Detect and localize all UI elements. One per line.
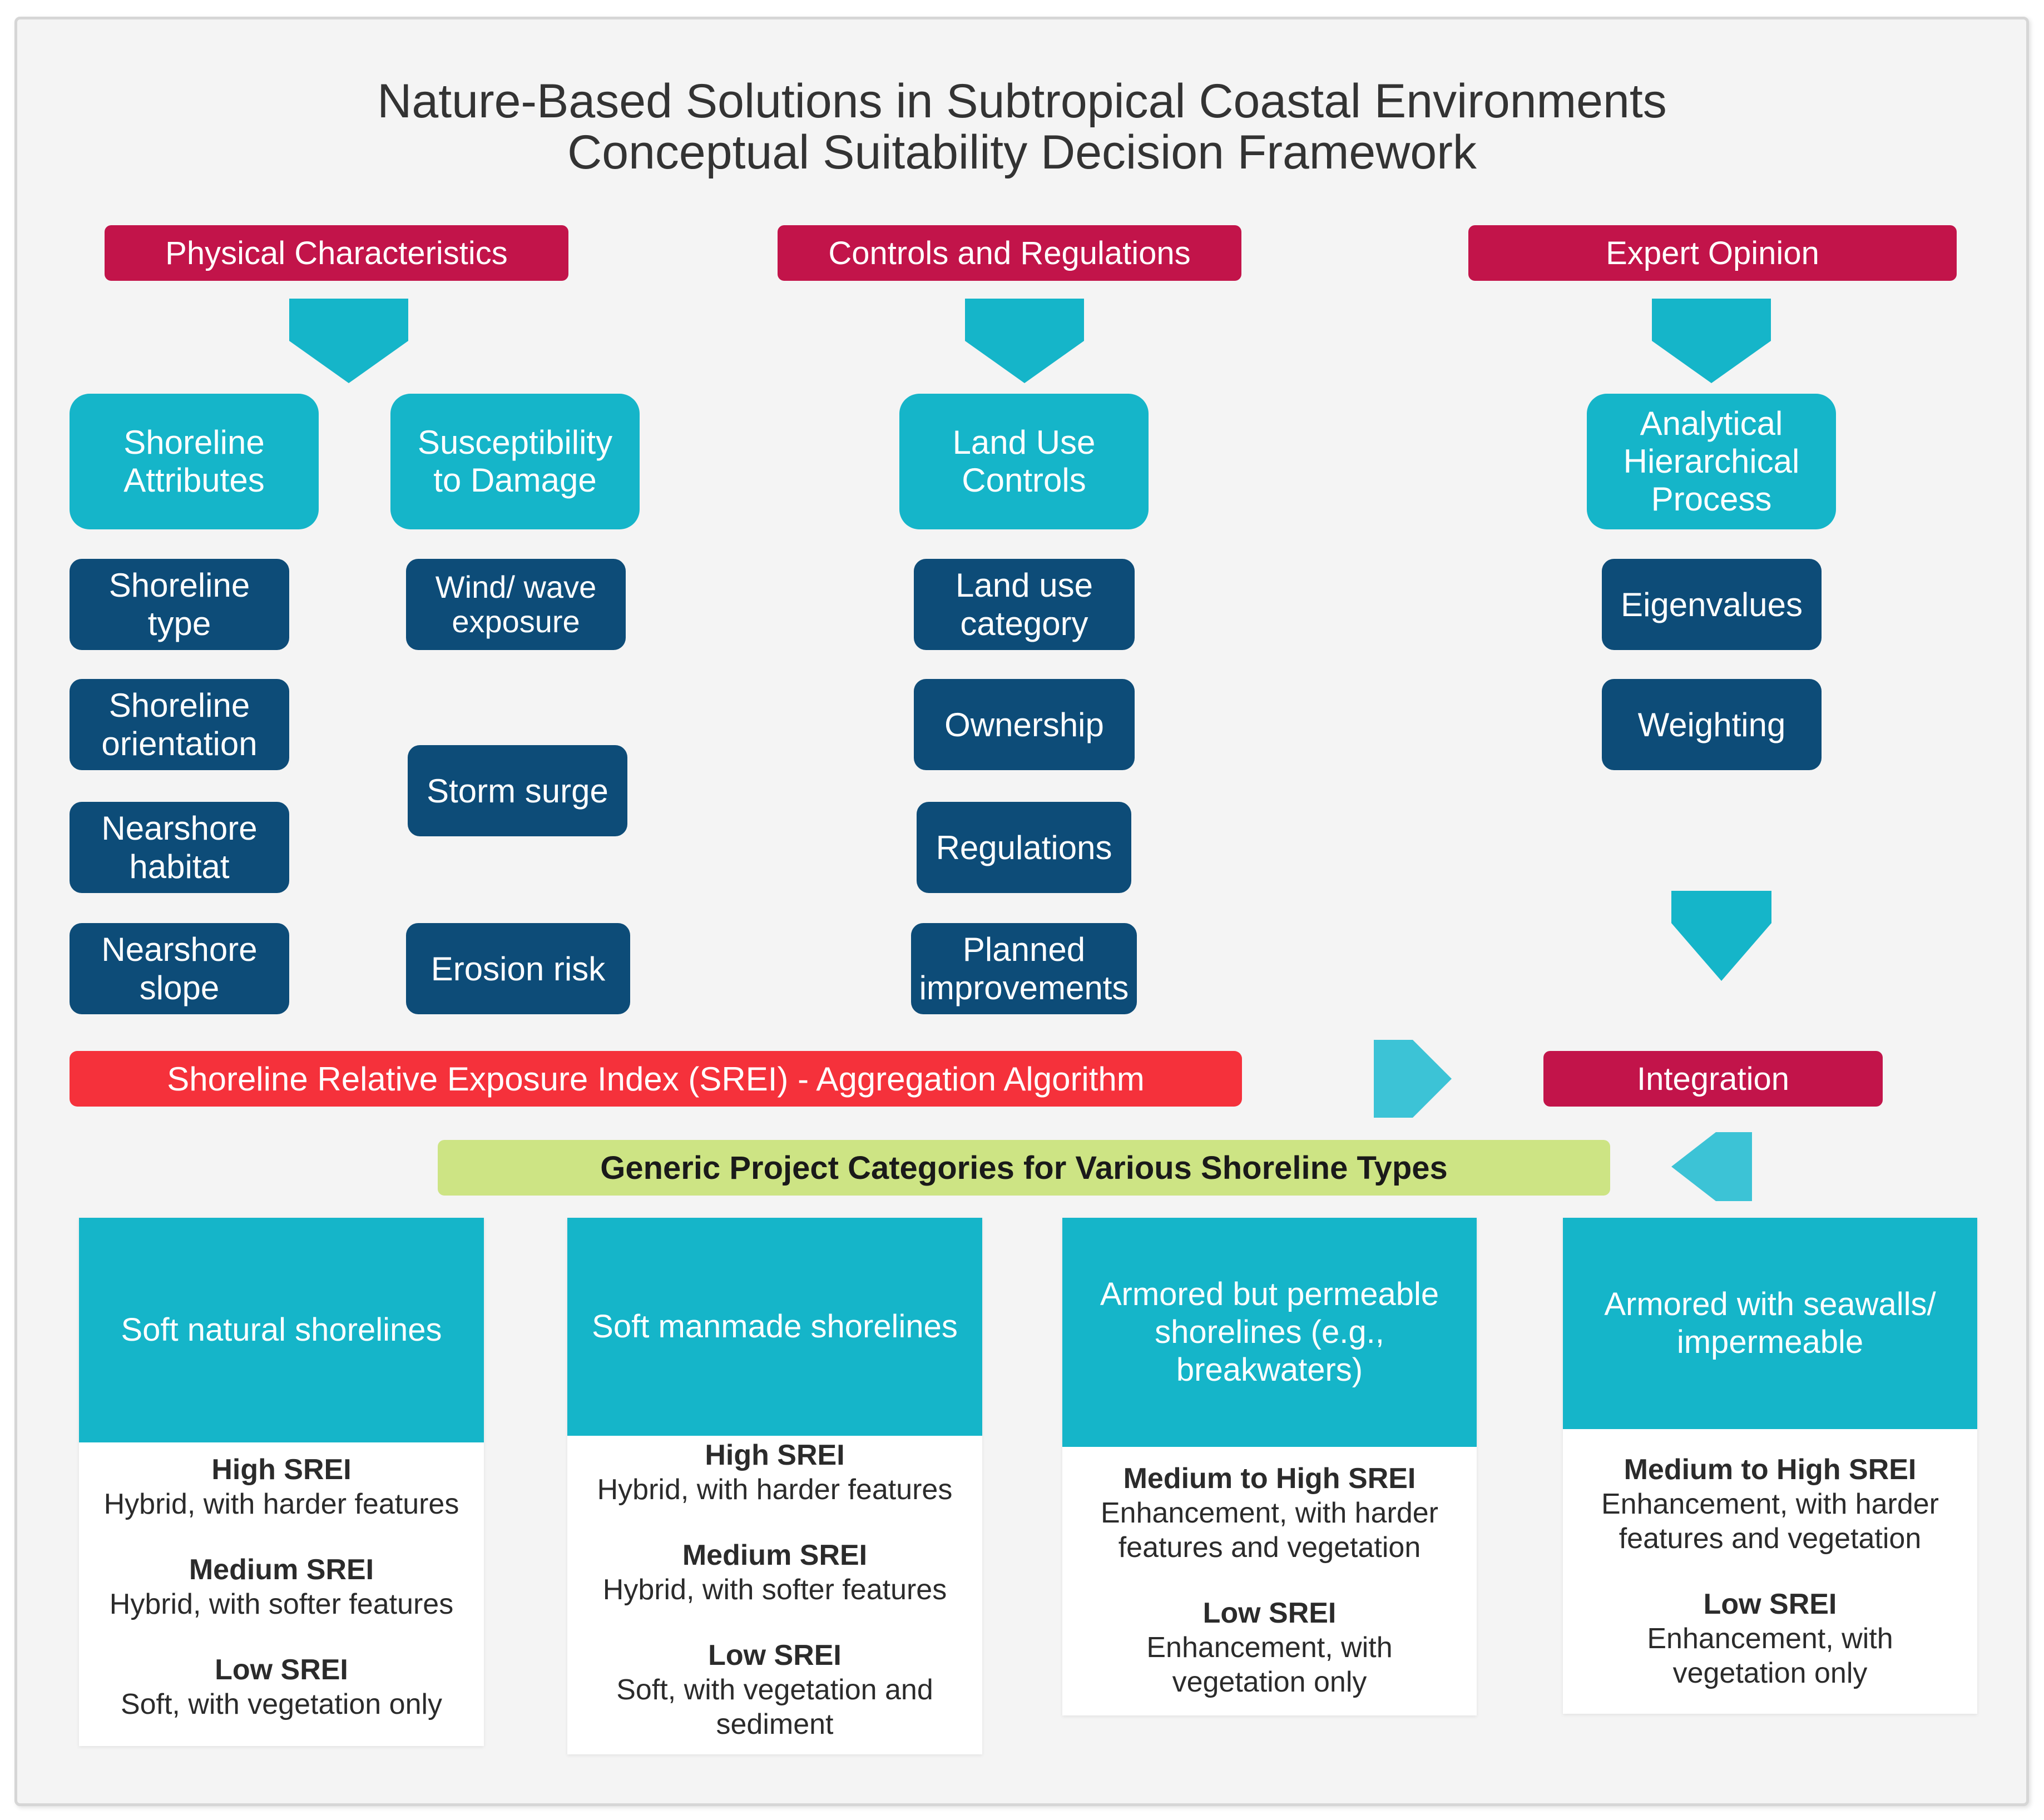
category-title: Armored but permeable shorelines (e.g., … — [1062, 1218, 1477, 1447]
category-card-armored-seawalls: Armored with seawalls/ impermeable Mediu… — [1563, 1218, 1977, 1714]
level-label: Low SREI — [708, 1639, 842, 1672]
level-description: Enhancement, with vegetation only — [1146, 1631, 1393, 1698]
level-description: Enhancement, with vegetation only — [1647, 1623, 1893, 1689]
level-label: Medium SREI — [682, 1539, 868, 1571]
level-description: Soft, with vegetation only — [120, 1688, 443, 1720]
level-description: Soft, with vegetation and sediment — [616, 1674, 933, 1740]
diagram-title-line-1: Nature-Based Solutions in Subtropical Co… — [377, 75, 1667, 128]
group-land-use-controls: Land Use Controls — [899, 394, 1149, 529]
level-label: Low SREI — [1703, 1588, 1837, 1620]
right-arrow-to-integration — [1374, 1040, 1452, 1118]
srei-aggregation-bar: Shoreline Relative Exposure Index (SREI)… — [70, 1051, 1242, 1107]
generic-project-categories-bar: Generic Project Categories for Various S… — [438, 1140, 1610, 1196]
integration-box: Integration — [1543, 1051, 1883, 1107]
item-nearshore-habitat: Nearshore habitat — [70, 802, 289, 893]
item-storm-surge: Storm surge — [408, 745, 627, 836]
category-title: Soft manmade shorelines — [567, 1218, 982, 1436]
level-description: Hybrid, with harder features — [597, 1474, 953, 1506]
level-description: Hybrid, with softer features — [602, 1574, 947, 1606]
item-nearshore-slope: Nearshore slope — [70, 923, 289, 1014]
level-description: Hybrid, with softer features — [109, 1588, 454, 1620]
category-card-armored-permeable: Armored but permeable shorelines (e.g., … — [1062, 1218, 1477, 1715]
category-card-soft-manmade: Soft manmade shorelines High SREI Hybrid… — [567, 1218, 982, 1754]
down-arrow-controls — [965, 299, 1084, 383]
level-label: High SREI — [705, 1439, 845, 1471]
level-label: Medium SREI — [189, 1554, 374, 1586]
level-label: Medium to High SREI — [1624, 1454, 1917, 1486]
category-title: Armored with seawalls/ impermeable — [1563, 1218, 1977, 1429]
level-description: Hybrid, with harder features — [103, 1488, 459, 1520]
level-label: Medium to High SREI — [1123, 1462, 1416, 1495]
down-arrow-to-integration — [1671, 891, 1771, 981]
item-shoreline-orientation: Shoreline orientation — [70, 679, 289, 770]
item-weighting: Weighting — [1602, 679, 1822, 770]
group-shoreline-attributes: Shoreline Attributes — [70, 394, 319, 529]
category-card-soft-natural: Soft natural shorelines High SREI Hybrid… — [79, 1218, 484, 1746]
item-eigenvalues: Eigenvalues — [1602, 559, 1822, 650]
level-label: Low SREI — [1202, 1597, 1337, 1629]
item-wind-wave-exposure: Wind/ wave exposure — [406, 559, 626, 650]
category-levels: High SREI Hybrid, with harder features M… — [79, 1452, 484, 1722]
diagram-title-line-2: Conceptual Suitability Decision Framewor… — [567, 126, 1477, 179]
item-planned-improvements: Planned improvements — [911, 923, 1137, 1014]
category-levels: Medium to High SREI Enhancement, with ha… — [1062, 1461, 1477, 1699]
item-erosion-risk: Erosion risk — [406, 923, 630, 1014]
group-analytical-hierarchical-process: Analytical Hierarchical Process — [1587, 394, 1836, 529]
level-description: Enhancement, with harder features and ve… — [1601, 1488, 1939, 1555]
item-ownership: Ownership — [914, 679, 1135, 770]
header-expert-opinion: Expert Opinion — [1468, 225, 1957, 281]
header-controls-and-regulations: Controls and Regulations — [778, 225, 1241, 281]
item-regulations: Regulations — [917, 802, 1131, 893]
header-physical-characteristics: Physical Characteristics — [105, 225, 568, 281]
group-susceptibility-to-damage: Susceptibility to Damage — [390, 394, 640, 529]
item-land-use-category: Land use category — [914, 559, 1135, 650]
category-levels: Medium to High SREI Enhancement, with ha… — [1563, 1452, 1977, 1690]
level-label: Low SREI — [215, 1654, 348, 1686]
level-description: Enhancement, with harder features and ve… — [1100, 1497, 1438, 1564]
item-shoreline-type: Shoreline type — [70, 559, 289, 650]
down-arrow-expert — [1652, 299, 1771, 383]
left-arrow-to-categories — [1671, 1132, 1752, 1201]
level-label: High SREI — [211, 1454, 352, 1486]
down-arrow-physical — [289, 299, 408, 383]
category-title: Soft natural shorelines — [79, 1218, 484, 1442]
category-levels: High SREI Hybrid, with harder features M… — [567, 1438, 982, 1742]
